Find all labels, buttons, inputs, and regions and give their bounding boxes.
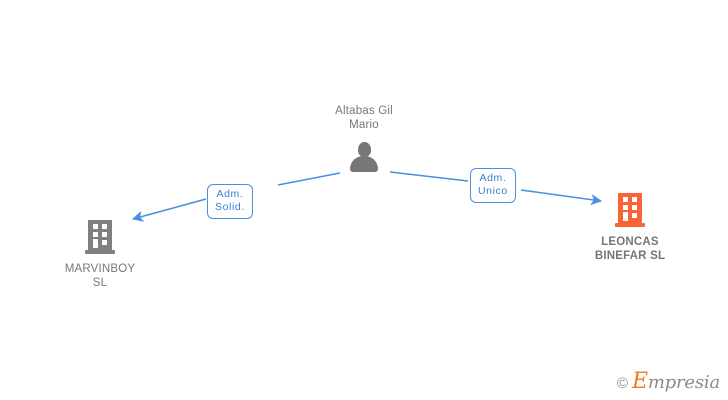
building-icon-base <box>85 250 115 254</box>
building-icon-tower <box>618 193 642 223</box>
building-icon-window <box>93 224 98 229</box>
edge-label-adm-unico[interactable]: Adm. Unico <box>470 168 516 203</box>
building-icon-window <box>102 232 107 237</box>
node-person-label: Altabas Gil Mario <box>335 105 393 131</box>
building-icon-window <box>102 224 107 229</box>
brand-initial: E <box>631 369 648 394</box>
graph-node-person[interactable]: Altabas Gil Mario <box>304 104 424 172</box>
edge-line-solid <box>277 172 341 186</box>
person-icon-body <box>350 156 378 172</box>
graph-node-leoncas[interactable]: LEONCAS BINEFAR SL <box>570 193 690 263</box>
building-icon-window <box>632 197 637 202</box>
building-icon-window <box>632 213 637 218</box>
building-icon-window <box>102 240 107 245</box>
building-icon-window <box>632 205 637 210</box>
person-icon-head <box>358 142 371 157</box>
edge-label-adm-solid[interactable]: Adm. Solid. <box>207 184 253 219</box>
building-icon-window <box>93 232 98 237</box>
node-marvinboy-label: MARVINBOY SL <box>64 263 136 289</box>
node-leoncas-label: LEONCAS BINEFAR SL <box>594 236 666 262</box>
edge-line-solid-arrow <box>131 198 207 222</box>
brand-logo: Empresia <box>632 369 720 394</box>
watermark: © Empresia <box>617 369 720 394</box>
building-icon-door <box>93 239 98 248</box>
building-icon-door <box>623 212 628 221</box>
building-icon-window <box>623 197 628 202</box>
edge-line-unico <box>389 171 469 182</box>
building-icon-window <box>623 205 628 210</box>
building-icon <box>615 193 645 227</box>
copyright-icon: © <box>616 375 628 392</box>
building-icon <box>85 220 115 254</box>
brand-rest: mpresia <box>647 372 720 393</box>
edge-line-unico-arrow <box>520 189 603 206</box>
person-icon <box>347 142 381 172</box>
building-icon-base <box>615 223 645 227</box>
building-icon-tower <box>88 220 112 250</box>
graph-node-marvinboy[interactable]: MARVINBOY SL <box>45 220 155 290</box>
